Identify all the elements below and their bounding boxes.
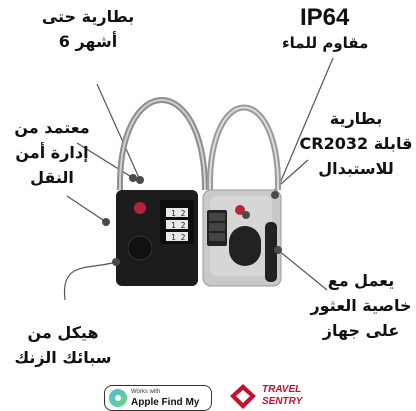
silver-tsa-diamond: [235, 205, 245, 215]
find-device-line-1: يعمل مع: [327, 271, 395, 290]
svg-text:1 2: 1 2: [171, 209, 186, 218]
water-resistant-label: مقاوم للماء: [282, 34, 369, 52]
find-device-label: يعمل مع خاصية العثور على جهاز: [306, 268, 416, 343]
travel-sentry-diamond-icon: [230, 384, 256, 409]
find-my-icon: [109, 389, 127, 407]
travel-sentry-text: TRAVEL SENTRY: [262, 384, 302, 408]
tsa-line-1: معتمد من: [14, 118, 90, 137]
replaceable-battery-label: بطارية قابلة CR2032 للاستبدال: [296, 106, 416, 181]
travel-sentry-line-2: SENTRY: [262, 396, 303, 407]
battery-life-line-1: بطارية حتى: [41, 7, 135, 26]
battery-line-2: قابلة CR2032: [299, 134, 413, 153]
tsa-line-2: إدارة أمن: [15, 143, 89, 162]
battery-line-1: بطارية: [329, 109, 383, 128]
svg-text:1 2: 1 2: [171, 221, 186, 230]
black-tsa-diamond: [134, 202, 146, 214]
battery-life-line-2: أشهر 6: [58, 32, 118, 51]
battery-life-leader: [96, 83, 141, 181]
tsa-line-3: النقل: [30, 168, 74, 187]
battery-line-3: للاستبدال: [318, 159, 394, 178]
svg-text:1 2: 1 2: [171, 233, 186, 242]
black-lock-dial-1: [166, 208, 188, 217]
tsa-leader: [76, 142, 134, 179]
black-lock-dial-2: [166, 220, 188, 229]
tsa-approved-label: معتمد من إدارة أمن النقل: [2, 115, 102, 190]
travel-sentry-badge: TRAVEL SENTRY: [228, 382, 338, 411]
zinc-line-1: هيكل من: [27, 323, 99, 342]
find-device-line-2: خاصية العثور: [310, 296, 412, 315]
ip-rating: IP64: [300, 4, 350, 31]
zinc-body-label: هيكل من سبائك الزنك: [8, 320, 118, 370]
apple-badge-line-2: Apple Find My: [131, 397, 200, 408]
silver-lock-battery-door: [229, 226, 261, 266]
battery-life-label: بطارية حتى أشهر 6: [23, 4, 153, 54]
apple-find-my-badge: Works with Apple Find My: [104, 385, 212, 411]
find-device-line-3: على جهاز: [322, 321, 400, 340]
travel-sentry-line-1: TRAVEL: [262, 384, 302, 395]
black-lock-dial-3: [166, 232, 188, 241]
find-device-leader: [277, 249, 328, 291]
zinc-line-2: سبائك الزنك: [14, 348, 112, 367]
apple-badge-line-1: Works with: [131, 389, 161, 395]
ip-rating-leader: [274, 57, 334, 196]
silver-lock-cable: [206, 104, 282, 191]
silver-lock-side-button: [265, 222, 277, 282]
black-lock-keyhole: [127, 235, 153, 261]
callout-lines: [66, 57, 334, 291]
zinc-leader-2: [63, 261, 117, 301]
zinc-leader-1: [66, 195, 107, 223]
